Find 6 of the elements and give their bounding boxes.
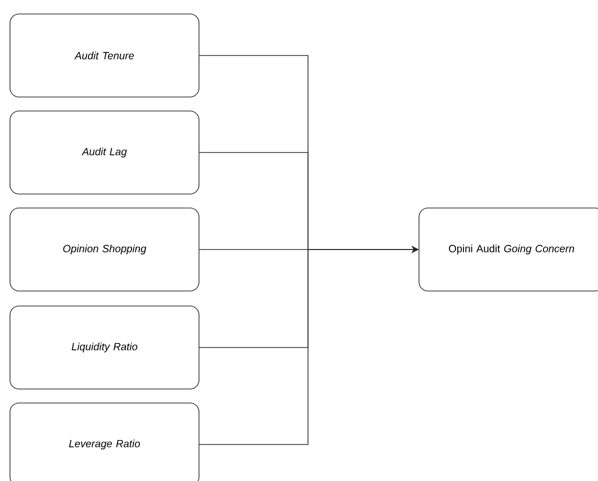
text-box: Audit Lag bbox=[10, 110, 200, 194]
text-box: Opini Audit Going Concern bbox=[418, 208, 598, 292]
text-box: Audit Tenure bbox=[10, 14, 200, 98]
text-box: Liquidity Ratio bbox=[10, 306, 200, 390]
text-box: Leverage Ratio bbox=[10, 402, 200, 481]
text-box: Opinion Shopping bbox=[10, 208, 200, 292]
